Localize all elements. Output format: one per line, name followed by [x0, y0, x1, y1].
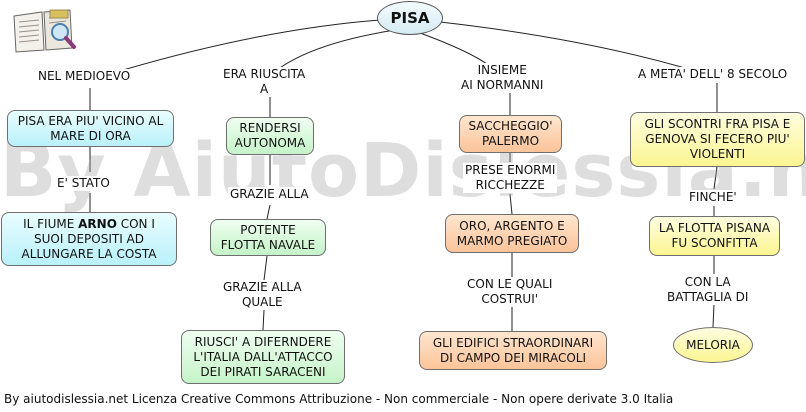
- link-label-finche: FINCHE': [687, 190, 739, 205]
- link-label-medioevo: NEL MEDIOEVO: [36, 69, 133, 84]
- node-palermo: SACCHEGGIO' PALERMO: [459, 115, 562, 153]
- node-arno: IL FIUME ARNO CON I SUOI DEPOSITI AD ALL…: [1, 212, 177, 266]
- node-autonoma: RENDERSI AUTONOMA: [226, 117, 314, 155]
- node-oro: ORO, ARGENTO E MARMO PREGIATO: [445, 214, 579, 253]
- link-label-grazie-alla: GRAZIE ALLA: [228, 187, 311, 202]
- book-magnifier-icon: [13, 9, 76, 53]
- node-miracoli: GLI EDIFICI STRAORDINARI DI CAMPO DEI MI…: [419, 331, 607, 370]
- license-footer: By aiutodislessia.net Licenza Creative C…: [4, 392, 674, 406]
- node-arno-text: IL FIUME ARNO CON I SUOI DEPOSITI AD ALL…: [21, 216, 157, 261]
- connector-root-medioevo: [89, 19, 381, 81]
- node-meloria: MELORIA: [673, 327, 753, 363]
- node-pirati: RIUSCI' A DIFERNDERE L'ITALIA DALL'ATTAC…: [181, 330, 345, 384]
- root-node: PISA: [377, 1, 443, 35]
- node-mare: PISA ERA PIU' VICINO AL MARE DI ORA: [7, 110, 174, 147]
- node-sconfitta: LA FLOTTA PISANA FU SCONFITTA: [649, 216, 780, 256]
- node-flotta: POTENTE FLOTTA NAVALE: [210, 219, 326, 256]
- link-label-stato: E' STATO: [55, 176, 112, 191]
- link-label-secolo: A META' DELL' 8 SECOLO: [636, 67, 790, 82]
- node-scontri: GLI SCONTRI FRA PISA E GENOVA SI FECERO …: [630, 112, 805, 167]
